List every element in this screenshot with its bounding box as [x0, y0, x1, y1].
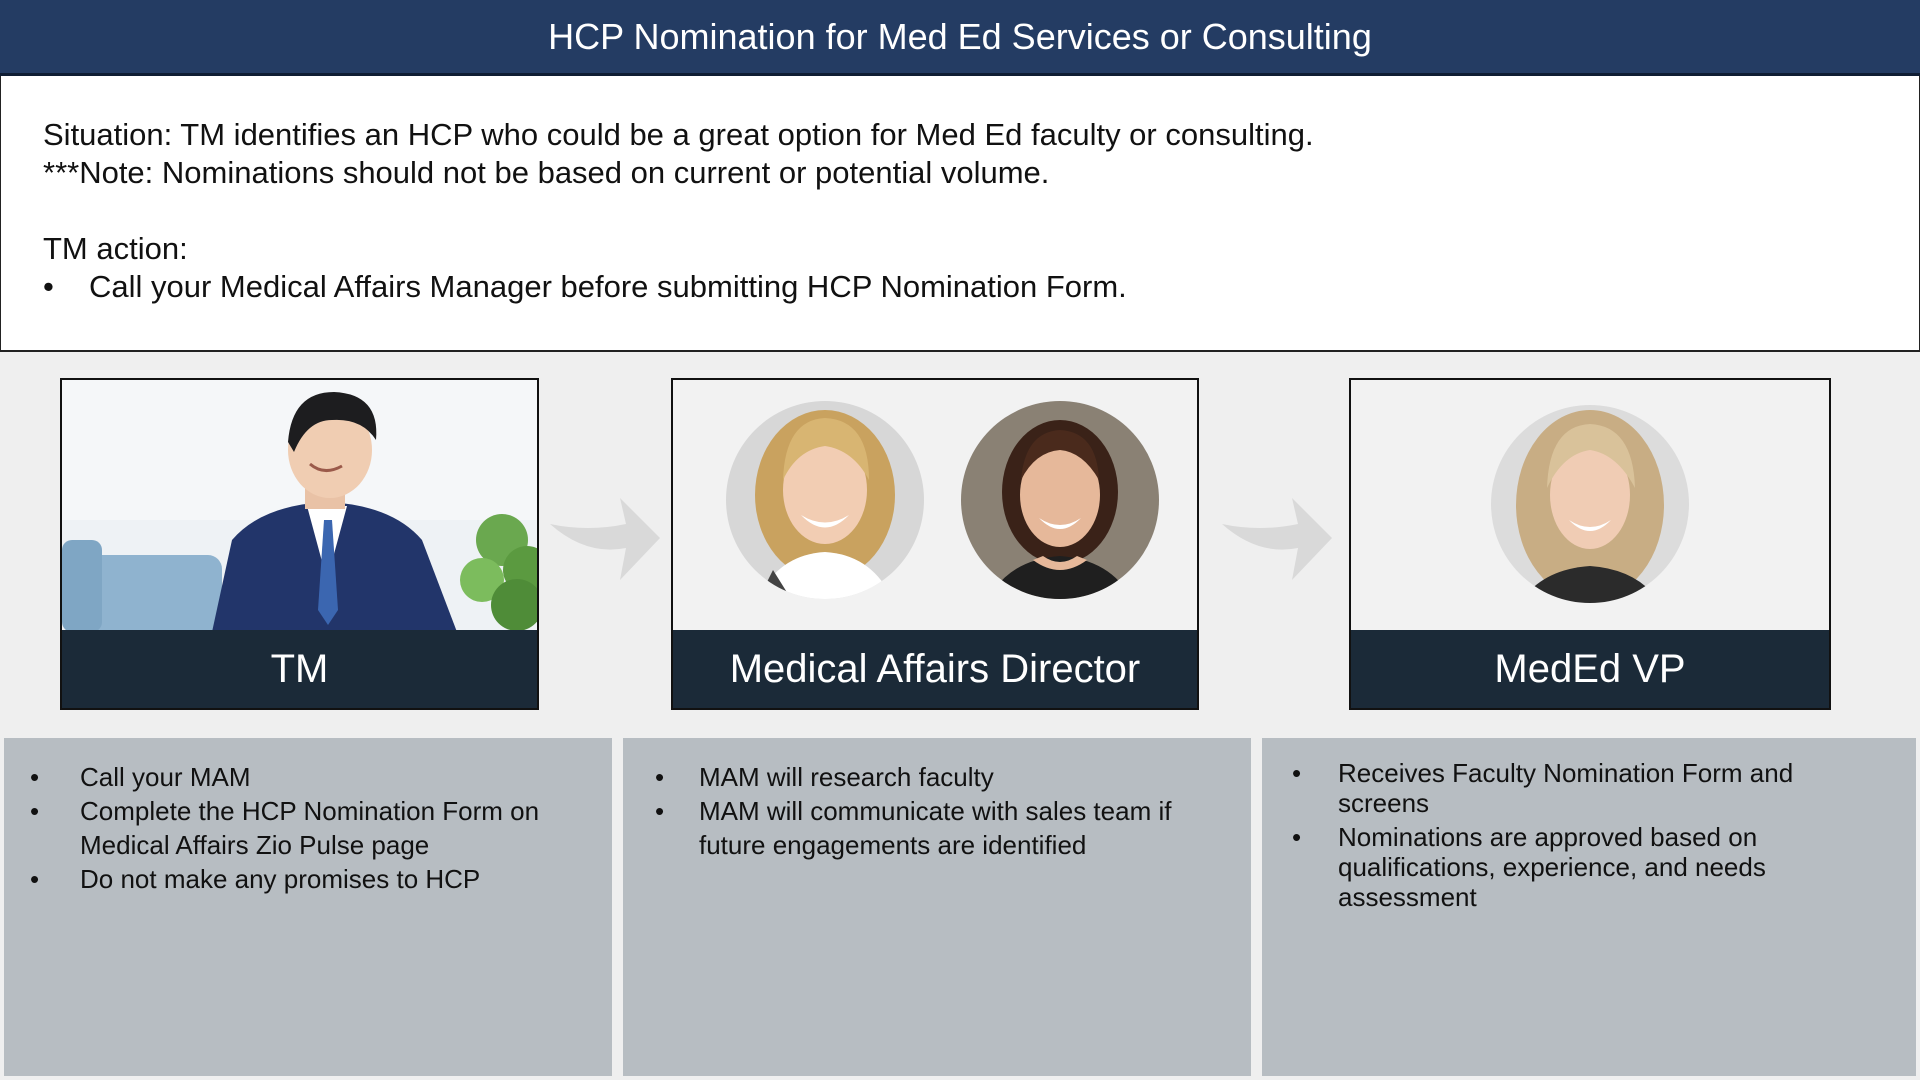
flow-card-label: MedEd VP [1351, 630, 1829, 708]
action-bullet: • Call your Medical Affairs Manager befo… [43, 268, 1919, 306]
list-item-text: Call your MAM [80, 762, 251, 792]
flow-card-medical-affairs-director: Medical Affairs Director [671, 378, 1199, 710]
chevron-right-arrow-icon [1222, 498, 1332, 580]
situation-box: Situation: TM identifies an HCP who coul… [0, 76, 1920, 352]
flow-card-label: Medical Affairs Director [673, 630, 1197, 708]
bullet-dot: • [1292, 822, 1302, 852]
vp-steps-list: • Receives Faculty Nomination Form and sc… [1292, 758, 1916, 912]
vp-photo [1351, 380, 1829, 632]
action-bullet-text: Call your Medical Affairs Manager before… [89, 269, 1127, 304]
list-item: • Call your MAM [30, 760, 612, 794]
director-steps-panel: • MAM will research faculty • MAM will com… [623, 738, 1251, 1076]
bullet-dot: • [43, 269, 54, 304]
bullet-dot: • [655, 762, 665, 792]
situation-text: Situation: TM identifies an HCP who coul… [43, 117, 1314, 152]
directors-photos [673, 380, 1197, 632]
list-item: • MAM will research faculty [655, 760, 1251, 794]
chevron-right-arrow-icon [550, 498, 660, 580]
bullet-dot: • [30, 796, 40, 826]
bullet-dot: • [30, 864, 40, 894]
flow-card-tm: TM [60, 378, 539, 710]
list-item-text: Receives Faculty Nomination Form and scr… [1338, 758, 1794, 818]
flow-card-label: TM [62, 630, 537, 708]
list-item-text: Do not make any promises to HCP [80, 864, 481, 894]
list-item-text: Complete the HCP Nomination Form on Medi… [80, 796, 540, 860]
list-item: • Complete the HCP Nomination Form on Med… [30, 794, 612, 862]
list-item: • MAM will communicate with sales team if… [655, 794, 1251, 862]
list-item: • Receives Faculty Nomination Form and sc… [1292, 758, 1916, 818]
tm-steps-panel: • Call your MAM • Complete the HCP Nominat… [4, 738, 612, 1076]
situation-note: ***Note: Nominations should not be based… [43, 155, 1050, 190]
page-title: HCP Nomination for Med Ed Services or Co… [548, 15, 1372, 57]
tm-photo [62, 380, 537, 632]
tm-steps-list: • Call your MAM • Complete the HCP Nominat… [30, 760, 612, 896]
action-label: TM action: [43, 231, 188, 266]
page-title-bar: HCP Nomination for Med Ed Services or Co… [0, 0, 1920, 76]
bullet-dot: • [1292, 758, 1302, 788]
flow-card-meded-vp: MedEd VP [1349, 378, 1831, 710]
list-item-text: MAM will communicate with sales team if … [699, 796, 1172, 860]
list-item: • Do not make any promises to HCP [30, 862, 612, 896]
list-item-text: MAM will research faculty [699, 762, 994, 792]
list-item: • Nominations are approved based on quali… [1292, 822, 1916, 912]
vp-steps-panel: • Receives Faculty Nomination Form and sc… [1262, 738, 1916, 1076]
list-item-text: Nominations are approved based on qualif… [1338, 822, 1766, 912]
bullet-dot: • [655, 796, 665, 826]
bullet-dot: • [30, 762, 40, 792]
director-steps-list: • MAM will research faculty • MAM will com… [655, 760, 1251, 862]
